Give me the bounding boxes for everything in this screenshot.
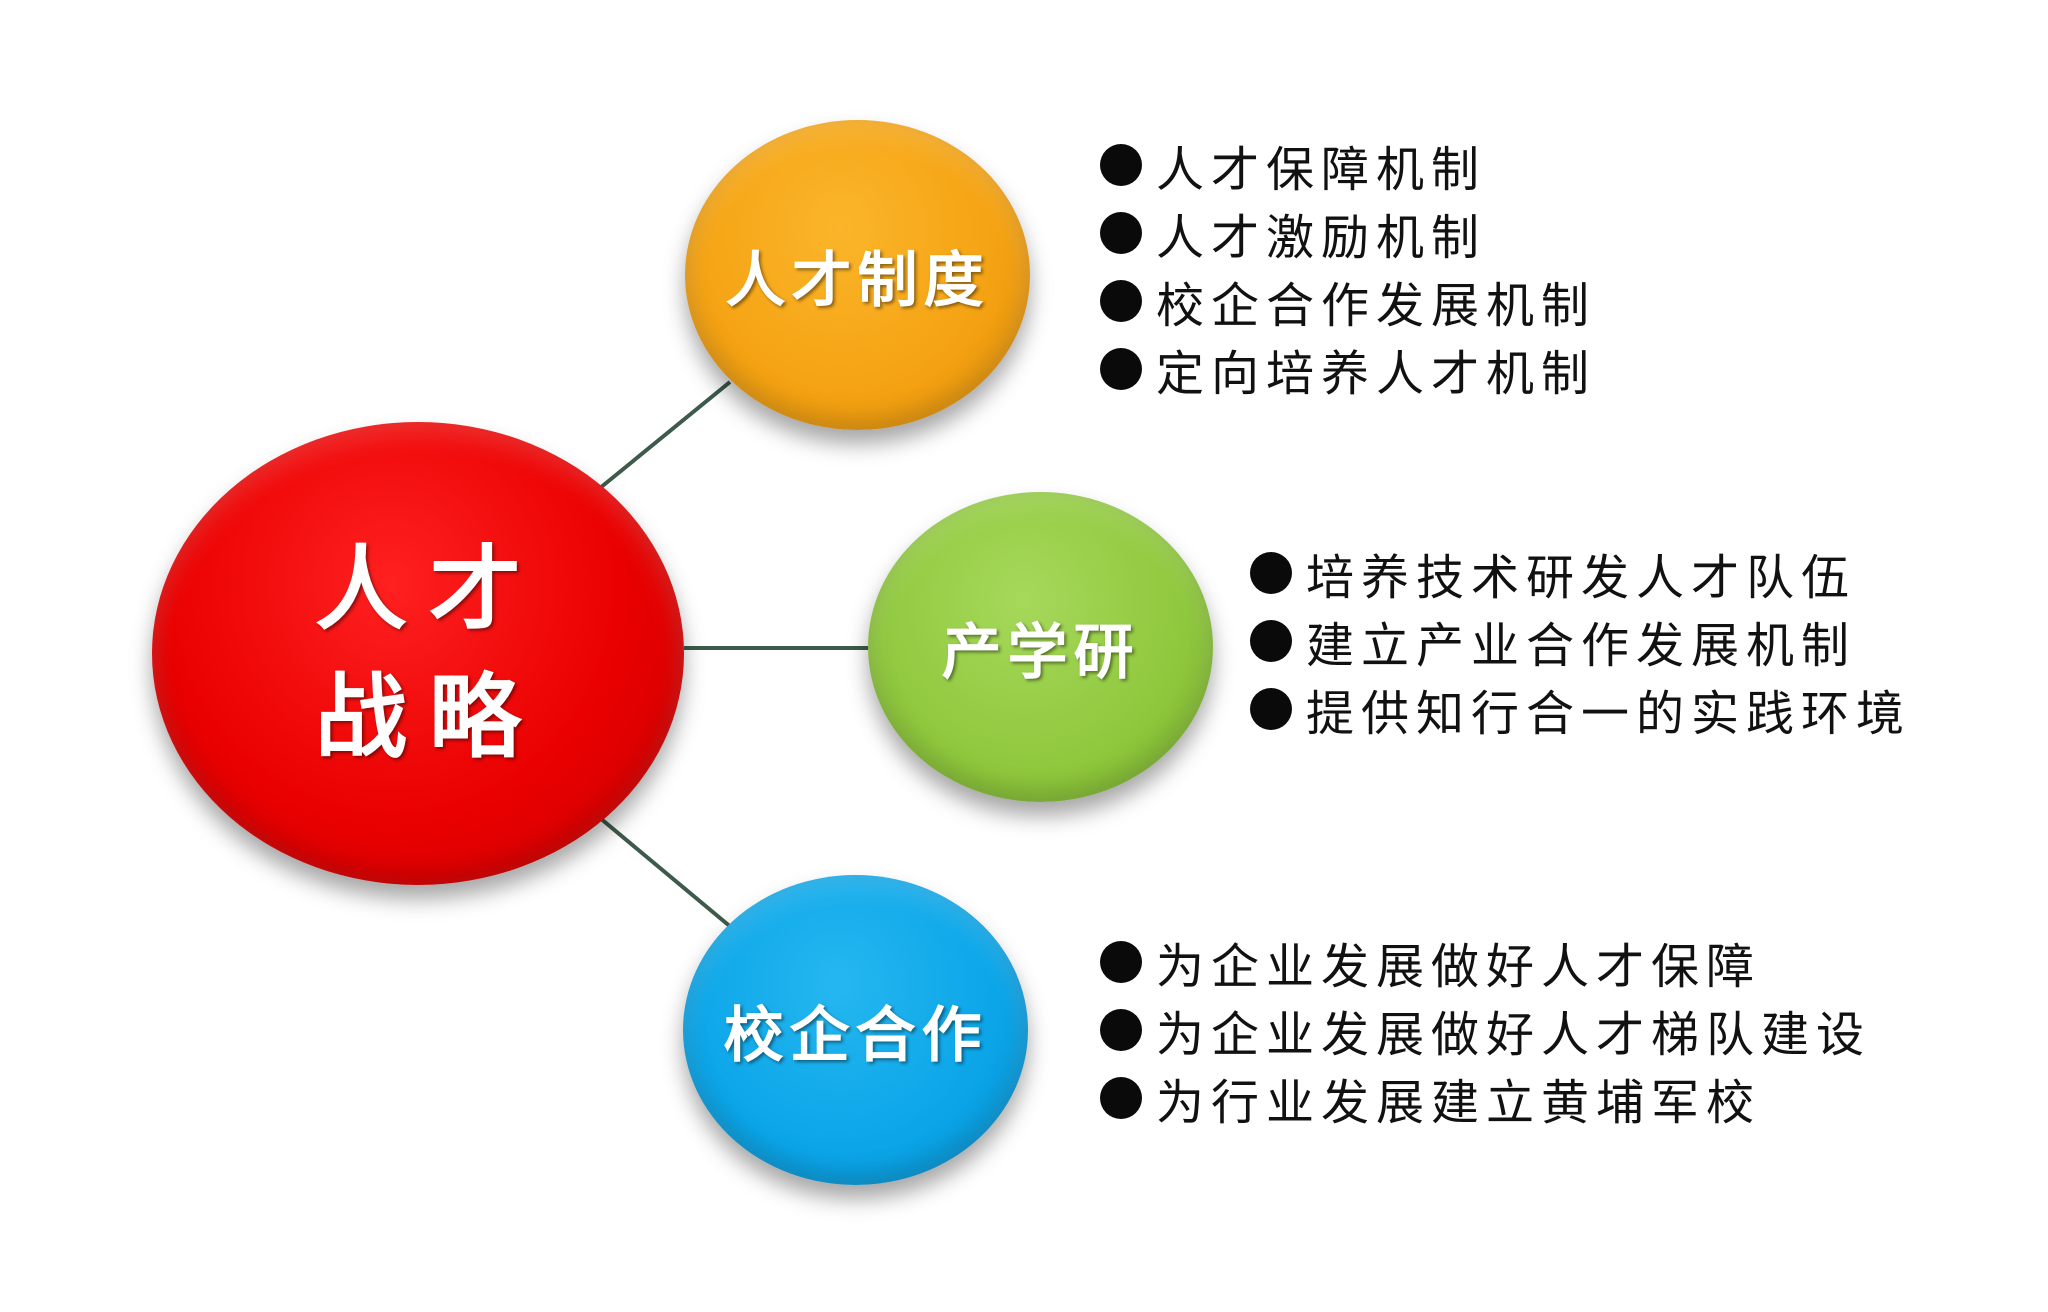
bullet-icon (1100, 280, 1142, 322)
central-talent-strategy-circle: 人才 战略 (152, 422, 684, 885)
bullet-icon (1250, 688, 1292, 730)
list-item: 校企合作发展机制 (1100, 267, 1596, 335)
school-enterprise-list: 为企业发展做好人才保障 为企业发展做好人才梯队建设 为行业发展建立黄埔军校 (1100, 928, 1871, 1132)
talent-system-label: 人才制度 (725, 245, 990, 316)
bullet-icon (1100, 1009, 1142, 1051)
industry-research-list: 培养技术研发人才队伍 建立产业合作发展机制 提供知行合一的实践环境 (1250, 539, 1911, 743)
list-item: 为企业发展做好人才梯队建设 (1100, 996, 1871, 1064)
industry-research-label: 产学研 (941, 617, 1140, 688)
school-enterprise-circle: 校企合作 (683, 875, 1028, 1185)
bullet-icon (1250, 552, 1292, 594)
industry-research-circle: 产学研 (868, 492, 1213, 802)
bullet-icon (1100, 941, 1142, 983)
list-item: 培养技术研发人才队伍 (1250, 539, 1911, 607)
list-item: 为行业发展建立黄埔军校 (1100, 1064, 1871, 1132)
bullet-icon (1100, 144, 1142, 186)
central-title: 人才 战略 (314, 535, 543, 771)
list-item: 建立产业合作发展机制 (1250, 607, 1911, 675)
list-item: 人才保障机制 (1100, 131, 1596, 199)
list-item: 为企业发展做好人才保障 (1100, 928, 1871, 996)
school-enterprise-label: 校企合作 (723, 1000, 988, 1071)
connector-school-enterprise (598, 816, 734, 930)
list-item: 人才激励机制 (1100, 199, 1596, 267)
connector-talent-system (598, 380, 732, 490)
bullet-icon (1250, 620, 1292, 662)
bullet-icon (1100, 212, 1142, 254)
bullet-icon (1100, 348, 1142, 390)
bullet-icon (1100, 1077, 1142, 1119)
list-item: 定向培养人才机制 (1100, 335, 1596, 403)
list-item: 提供知行合一的实践环境 (1250, 675, 1911, 743)
talent-system-list: 人才保障机制 人才激励机制 校企合作发展机制 定向培养人才机制 (1100, 131, 1596, 403)
talent-system-circle: 人才制度 (685, 120, 1030, 430)
